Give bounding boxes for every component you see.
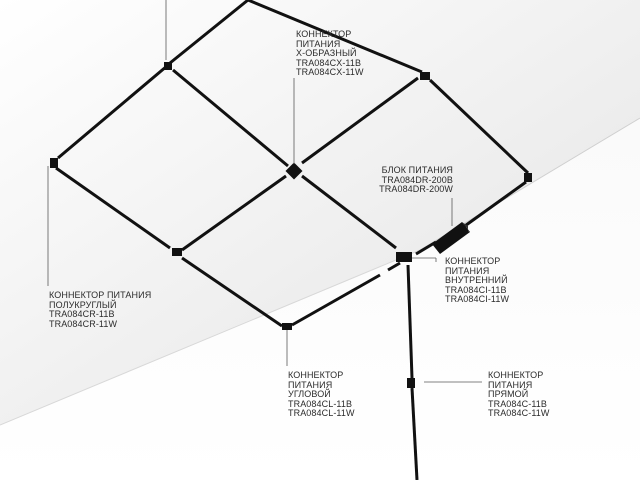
connector-joint — [396, 252, 412, 262]
track-grid — [55, 0, 530, 480]
connector-joint — [407, 378, 415, 388]
callout-line: TRA084CI-11B — [445, 284, 507, 295]
callout-line: TRA084CL-11B — [288, 398, 353, 409]
callout-line: X-ОБРАЗНЫЙ — [296, 48, 357, 59]
callout-line: КОННЕКТОР — [288, 370, 344, 380]
callout-line: КОННЕКТОР — [445, 256, 501, 266]
callout-line: TRA084CR-11W — [49, 318, 118, 329]
connector-x-joint — [285, 162, 303, 180]
track-segment — [181, 256, 283, 328]
track-segment — [461, 180, 527, 230]
track-segment — [387, 261, 401, 272]
callout-connector-x: КОННЕКТОР ПИТАНИЯ X-ОБРАЗНЫЙ TRA084CX-11… — [296, 29, 364, 78]
ceiling-wall-edge — [0, 249, 421, 426]
connectors — [50, 62, 532, 388]
callout-line: TRA084C-11B — [488, 398, 547, 409]
track-segment — [410, 387, 419, 480]
track-segment — [301, 76, 419, 165]
callout-line: КОННЕКТОР ПИТАНИЯ — [49, 290, 152, 300]
callout-line: КОННЕКТОР — [296, 29, 352, 39]
callout-line: ВНУТРЕННИЙ — [445, 275, 508, 286]
callout-line: ПОЛУКРУГЛЫЙ — [49, 299, 117, 310]
track-segment — [57, 64, 168, 160]
track-segment — [172, 68, 289, 168]
leader-lines — [47, 0, 482, 383]
track-segment — [291, 273, 381, 327]
connector-joint — [50, 158, 58, 168]
ceiling-plane — [0, 0, 640, 425]
callout-line: КОННЕКТОР — [488, 370, 544, 380]
callout-connector-inner: КОННЕКТОР ПИТАНИЯ ВНУТРЕННИЙ TRA084CI-11… — [445, 256, 510, 305]
callout-line: ПИТАНИЯ — [296, 38, 341, 49]
connector-joint — [172, 248, 182, 256]
callout-line: ПИТАНИЯ — [488, 379, 533, 390]
callout-line: TRA084CI-11W — [445, 294, 510, 305]
callout-line: TRA084CX-11W — [296, 67, 364, 78]
track-segment — [169, 0, 249, 65]
callout-connector-semicircle: КОННЕКТОР ПИТАНИЯ ПОЛУКРУГЛЫЙ TRA084CR-1… — [49, 290, 152, 329]
callout-connector-corner: КОННЕКТОР ПИТАНИЯ УГЛОВОЙ TRA084CL-11B T… — [288, 370, 355, 419]
connector-joint — [420, 72, 430, 80]
callout-line: ПИТАНИЯ — [445, 265, 490, 276]
callout-line: УГЛОВОЙ — [288, 389, 331, 400]
callout-line: TRA084CR-11B — [49, 309, 115, 320]
callout-connector-straight: КОННЕКТОР ПИТАНИЯ ПРЯМОЙ TRA084C-11B TRA… — [488, 370, 550, 419]
track-segment — [55, 166, 171, 250]
callout-line: ПИТАНИЯ — [288, 379, 333, 390]
connector-joint — [524, 173, 532, 182]
track-segment — [406, 264, 414, 379]
track-segment — [181, 174, 287, 252]
callout-line: TRA084CX-11B — [296, 57, 362, 68]
callout-line: ПРЯМОЙ — [488, 389, 529, 400]
callout-line: БЛОК ПИТАНИЯ — [381, 165, 453, 175]
callout-line: TRA084DR-200W — [379, 184, 453, 195]
callout-line: TRA084C-11W — [488, 408, 550, 419]
connector-joint — [164, 62, 172, 70]
wall-plane — [0, 118, 640, 480]
track-segment — [301, 174, 397, 250]
connector-joint — [282, 323, 292, 330]
callout-line: TRA084DR-200B — [381, 174, 453, 185]
track-segment — [428, 78, 530, 175]
callout-power-supply: БЛОК ПИТАНИЯ TRA084DR-200B TRA084DR-200W — [362, 165, 453, 195]
power-supply-unit — [432, 222, 470, 254]
track-segment — [247, 0, 423, 74]
callout-line: TRA084CL-11W — [288, 408, 355, 419]
